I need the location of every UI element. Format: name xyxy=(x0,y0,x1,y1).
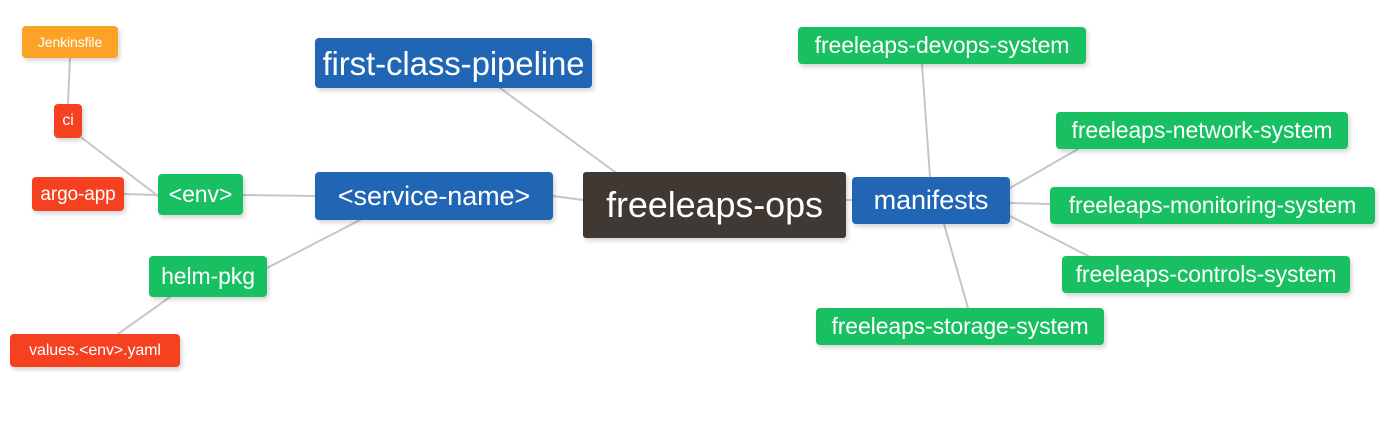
node-argo-app[interactable]: argo-app xyxy=(32,177,124,211)
node-controls-system[interactable]: freeleaps-controls-system xyxy=(1062,256,1350,293)
edge-manifests-to-monitoring-system xyxy=(1009,202,1051,205)
edge-helm-pkg-to-values-yaml xyxy=(117,296,171,335)
edge-manifests-to-storage-system xyxy=(943,223,969,309)
node-label: freeleaps-storage-system xyxy=(831,313,1089,339)
node-label: values.<env>.yaml xyxy=(29,341,161,359)
node-label: <env> xyxy=(168,181,233,207)
edge-manifests-to-network-system xyxy=(1009,148,1079,189)
edge-service-name-to-helm-pkg xyxy=(266,219,361,269)
node-label: first-class-pipeline xyxy=(322,44,585,82)
edge-manifests-to-devops-system xyxy=(921,63,931,178)
node-monitoring-system[interactable]: freeleaps-monitoring-system xyxy=(1050,187,1375,224)
node-label: freeleaps-ops xyxy=(606,184,823,225)
node-label: manifests xyxy=(873,185,989,215)
node-values-yaml[interactable]: values.<env>.yaml xyxy=(10,334,180,367)
node-network-system[interactable]: freeleaps-network-system xyxy=(1056,112,1348,149)
node-helm-pkg[interactable]: helm-pkg xyxy=(149,256,267,297)
node-label: Jenkinsfile xyxy=(37,34,103,50)
node-ci[interactable]: ci xyxy=(54,104,82,138)
node-label: <service-name> xyxy=(337,180,531,211)
node-freeleaps-ops[interactable]: freeleaps-ops xyxy=(583,172,846,238)
node-devops-system[interactable]: freeleaps-devops-system xyxy=(798,27,1086,64)
edge-service-name-to-freeleaps-ops xyxy=(552,195,584,201)
edge-argo-app-to-env xyxy=(123,193,159,196)
edge-env-to-service-name xyxy=(242,194,316,197)
node-label: freeleaps-controls-system xyxy=(1075,261,1337,287)
edge-jenkinsfile-to-ci xyxy=(67,57,71,105)
node-service-name[interactable]: <service-name> xyxy=(315,172,553,220)
node-storage-system[interactable]: freeleaps-storage-system xyxy=(816,308,1104,345)
node-manifests[interactable]: manifests xyxy=(852,177,1010,224)
node-label: freeleaps-monitoring-system xyxy=(1068,192,1357,218)
edge-first-class-pipeline-to-freeleaps-ops xyxy=(499,87,616,173)
node-label: helm-pkg xyxy=(161,263,255,289)
node-first-class-pipeline[interactable]: first-class-pipeline xyxy=(315,38,592,88)
node-label: ci xyxy=(62,112,74,129)
node-label: freeleaps-network-system xyxy=(1071,117,1333,143)
node-env[interactable]: <env> xyxy=(158,174,243,215)
node-label: argo-app xyxy=(40,183,116,205)
node-label: freeleaps-devops-system xyxy=(814,32,1070,58)
node-jenkinsfile[interactable]: Jenkinsfile xyxy=(22,26,118,58)
